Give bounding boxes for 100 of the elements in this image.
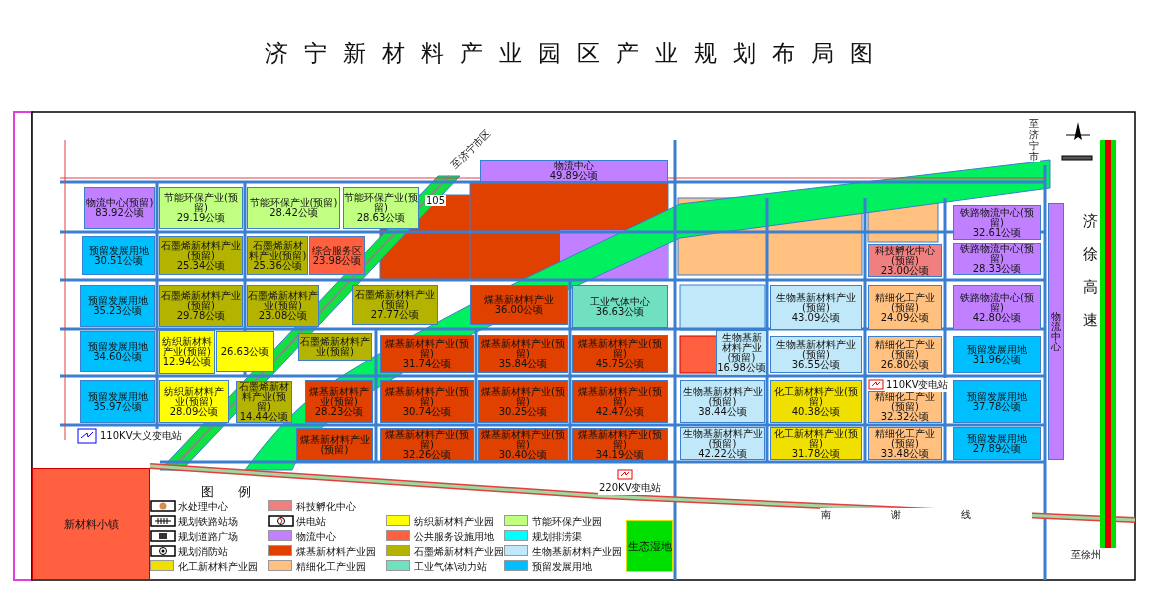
parcel-name: 生物基新材料产业(预留) [775,292,857,313]
parcel-area: 34.19公顷 [595,449,645,460]
land-parcel [82,236,155,275]
road-direction-label: 至徐州 [1070,548,1102,562]
parcel-name: 煤基新材料产业(预留) [577,429,663,450]
parcel-area: 23.98公顷 [312,255,362,266]
parcel-name: 预留发展用地 [967,391,1027,402]
parcel-name: 石墨烯新材料产业(预留) [160,291,242,311]
parcel-area: 16.98公顷 [717,363,766,373]
parcel-name: 节能环保产业(预留) [249,198,338,208]
parcel-area: 26.63公顷 [220,346,270,357]
land-parcel [953,427,1041,460]
parcel-area: 31.78公顷 [791,448,841,459]
parcel-name: 综合服务区 [312,245,362,256]
parcel-area: 42.22公顷 [698,448,747,459]
parcel-area: 45.75公顷 [595,359,645,369]
parcel-area: 28.23公顷 [314,406,364,417]
land-parcel [953,285,1041,330]
land-parcel [716,330,767,376]
parcel-name: 石墨烯新材料产业(预留) [248,240,307,261]
road-direction-label: 至济宁市 [1029,118,1040,162]
parcel-name: 预留发展用地 [967,344,1027,355]
parcel-name: 物流中心 [1050,311,1062,352]
parcel-area: 25.34公顷 [176,260,226,271]
parcel-name: 石墨烯新材料产业(预留) [238,382,290,412]
parcel-area: 36.00公顷 [494,305,544,315]
parcel-area: 32.26公顷 [402,449,452,460]
parcel-area: 36.55公顷 [791,359,841,370]
land-parcel [380,380,474,423]
parcel-area: 35.84公顷 [498,359,548,369]
parcel-name: 煤基新材料产业(预留) [577,339,663,359]
parcel-area: 28.42公顷 [269,208,318,218]
parcel-area: 35.97公顷 [93,401,142,412]
legend-label: 节能环保产业园 [532,515,602,529]
land-parcel [380,428,474,461]
substation-label: 220KV变电站 [598,481,663,495]
parcel-area: 27.77公顷 [370,310,420,320]
parcel-name: 生物基新材料产业(预留) [721,333,762,363]
parcel-area: 32.32公顷 [880,412,930,422]
parcel-area: 42.80公顷 [972,312,1022,323]
land-parcel [247,236,308,275]
parcel-area: 26.80公顷 [880,359,930,370]
land-parcel [159,380,229,423]
parcel-area: 27.89公顷 [972,443,1022,454]
parcel-name: 预留发展用地 [87,391,148,402]
parcel-name: 煤基新材料产业(预留) [480,386,566,407]
parcel-name: 铁路物流中心(预留) [959,292,1035,313]
parcel-name: 煤基新材料产业(预留) [480,429,566,450]
land-parcel [470,285,568,325]
parcel-name: 精细化工产业(预留) [874,292,936,313]
parcel-area: 29.19公顷 [176,213,226,223]
parcel-area: 29.78公顷 [176,311,226,321]
legend-label: 规划铁路站场 [178,515,238,529]
land-parcel [296,428,373,461]
land-parcel [80,285,155,327]
parcel-area: 49.89公顷 [549,171,599,181]
land-parcel [680,380,765,423]
parcel-area: 25.36公顷 [253,260,302,271]
parcel-name: 生物基新材料产业(预留) [775,339,857,360]
land-parcel [572,285,668,328]
land-parcel [32,468,150,580]
land-parcel [572,380,668,423]
land-parcel [80,380,155,423]
parcel-area: 32.61公顷 [972,227,1022,238]
parcel-name: 煤基新材料产业 [484,295,554,305]
parcel-area: 34.60公顷 [93,351,142,362]
land-parcel [480,160,668,182]
legend-label: 水处理中心 [178,500,228,514]
parcel-area: 28.09公顷 [169,406,219,417]
parcel-area: 30.40公顷 [498,449,548,460]
parcel-name: 煤基新材料产业(预留) [298,434,371,455]
land-parcel [305,380,373,423]
legend-label: 化工新材料产业园 [178,560,258,574]
land-parcel [770,380,862,423]
land-parcel [216,331,274,372]
land-parcel [478,428,568,461]
parcel-name: 生态湿地 [627,540,672,552]
legend-label: 工业气体\动力站 [414,560,488,574]
parcel-name: 纺织新材料产业(预留) [161,337,213,357]
land-parcel [770,336,862,373]
land-parcel [247,285,319,327]
legend-label: 生物基新材料产业园 [532,545,622,559]
parcel-area: 23.00公顷 [880,265,930,276]
land-parcel [868,427,942,460]
parcel-name: 石墨烯新材料产业(预留) [160,240,242,261]
parcel-name: 精细化工产业(预留) [874,428,936,449]
parcel-name: 纺织新材料产业(预留) [163,386,225,407]
parcel-name: 物流中心 [554,161,594,171]
land-parcel [159,187,243,229]
land-parcel [953,205,1041,240]
parcel-name: 煤基新材料产业(预留) [577,386,663,407]
parcel-area: 30.74公顷 [402,406,452,417]
land-parcel [572,335,668,373]
legend-label: 科技孵化中心 [296,500,356,514]
parcel-area: 31.96公顷 [972,354,1022,365]
parcel-area: 35.23公顷 [93,306,142,316]
parcel-name: 节能环保产业(预留) [163,193,239,213]
parcel-area: 33.48公顷 [880,448,930,459]
parcel-area: 38.44公顷 [698,406,747,417]
legend-label: 规划道路广场 [178,530,238,544]
